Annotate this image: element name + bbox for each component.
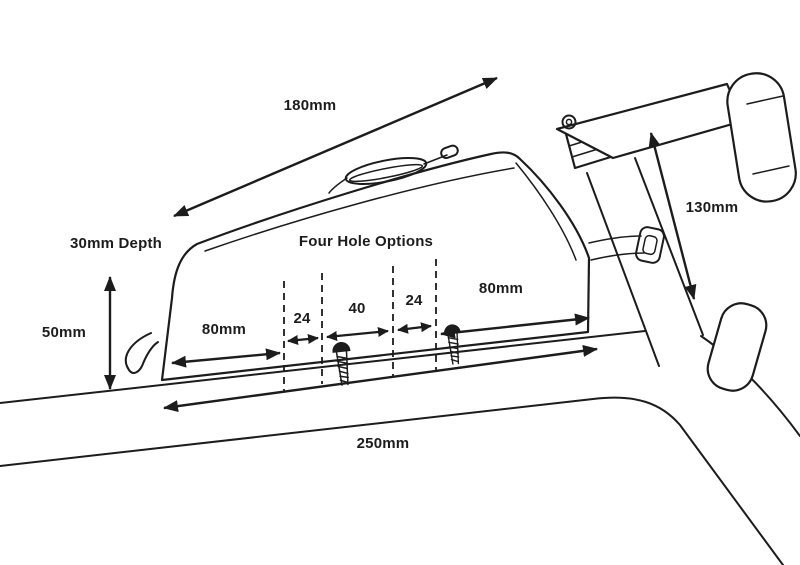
dimension-arrows [104,76,697,413]
label-80mm-right: 80mm [479,280,523,297]
arrow-80mm-right [440,313,590,339]
top-tube-bag-drawing [124,144,665,382]
bike-frame-drawing [0,72,800,565]
arrow-24-right [397,322,432,334]
arrow-180mm [173,76,498,218]
rear-strap-buckle-inner [642,234,658,256]
label-four-hole-options: Four Hole Options [299,233,433,250]
label-250mm: 250mm [357,435,410,452]
arrow-130mm [648,132,697,300]
label-40: 40 [348,300,365,317]
zipper-cord-tail [328,177,348,194]
label-24-left: 24 [293,310,311,327]
bag-outline [160,151,591,382]
dimension-labels: 180mm 130mm 30mm Depth 50mm Four Hole Op… [42,97,738,452]
head-tube-right-edge [634,157,704,336]
rear-strap-buckle [635,226,665,264]
zipper-toggle [440,144,459,160]
label-30mm-depth: 30mm Depth [70,235,162,252]
label-180mm: 180mm [284,97,337,114]
stem-cap-bolt-center [565,118,573,126]
bag-rear-panel-seam [515,162,577,261]
front-strap [124,332,159,374]
rear-strap-lines [588,235,645,261]
handlebar [726,72,797,203]
arrow-24-left [287,334,319,345]
fork-crown-shape [706,302,768,392]
arrow-250mm [163,344,598,413]
label-24-right: 24 [405,292,423,309]
label-50mm: 50mm [42,324,86,341]
stem-cap-bolt [561,114,577,130]
label-80mm-left: 80mm [202,321,246,338]
handlebar-clamp-lines [746,95,790,175]
label-130mm: 130mm [686,199,739,216]
head-tube-left-edge [586,172,660,367]
arrow-40 [326,327,389,341]
top-tube-lower-edge-down-tube [0,396,784,565]
hole-guides [283,259,465,392]
